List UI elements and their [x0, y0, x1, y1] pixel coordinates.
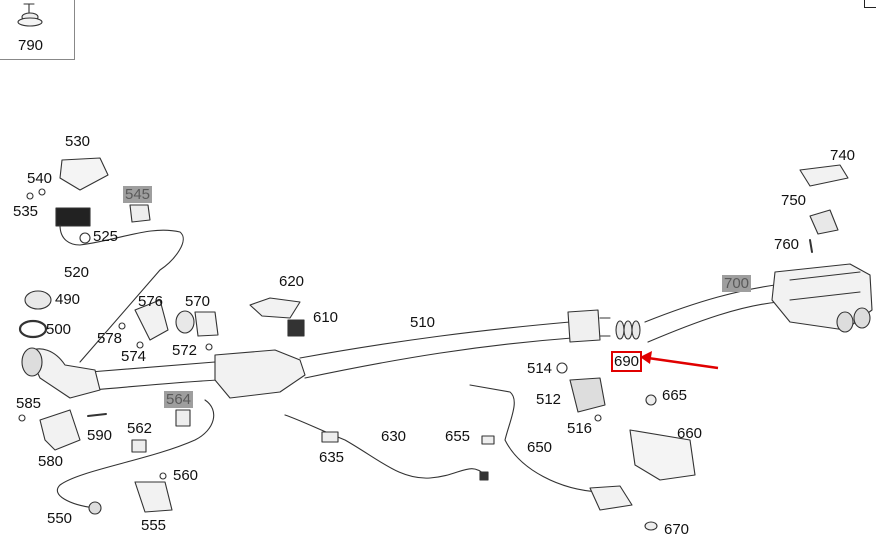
part-label-500[interactable]: 500 — [46, 321, 72, 338]
part-label-530[interactable]: 530 — [65, 133, 91, 150]
part-label-512[interactable]: 512 — [536, 391, 562, 408]
front-cat — [21, 347, 101, 399]
part-790-shape — [17, 3, 43, 27]
part-label-535[interactable]: 535 — [13, 203, 39, 220]
part-label-564[interactable]: 564 — [164, 391, 194, 408]
part-530-shape — [59, 157, 109, 191]
highlight-arrowhead — [640, 351, 652, 364]
part-label-665[interactable]: 665 — [662, 387, 688, 404]
part-label-516[interactable]: 516 — [567, 420, 593, 437]
main-pipe — [89, 263, 873, 399]
part-label-630[interactable]: 630 — [381, 428, 407, 445]
part-label-580[interactable]: 580 — [38, 453, 64, 470]
part-520-shape — [55, 207, 91, 227]
part-label-700[interactable]: 700 — [722, 275, 752, 292]
part-label-635[interactable]: 635 — [319, 449, 345, 466]
expand-icon[interactable] — [864, 0, 876, 8]
part-label-650[interactable]: 650 — [527, 439, 553, 456]
part-label-572[interactable]: 572 — [172, 342, 198, 359]
part-label-490[interactable]: 490 — [55, 291, 81, 308]
part-label-550[interactable]: 550 — [47, 510, 73, 527]
part-label-655[interactable]: 655 — [445, 428, 471, 445]
part-label-690-highlighted[interactable]: 690 — [611, 351, 643, 372]
part-label-750[interactable]: 750 — [781, 192, 807, 209]
part-label-545[interactable]: 545 — [123, 186, 153, 203]
part-label-576[interactable]: 576 — [138, 293, 164, 310]
part-label-562[interactable]: 562 — [127, 420, 153, 437]
part-label-520[interactable]: 520 — [64, 264, 90, 281]
inset-box — [0, 0, 75, 60]
part-label-525[interactable]: 525 — [93, 228, 119, 245]
part-label-660[interactable]: 660 — [677, 425, 703, 442]
part-label-620[interactable]: 620 — [279, 273, 305, 290]
part-label-610[interactable]: 610 — [313, 309, 339, 326]
part-label-570[interactable]: 570 — [185, 293, 211, 310]
part-label-670[interactable]: 670 — [664, 521, 690, 538]
part-label-574[interactable]: 574 — [121, 348, 147, 365]
part-label-514[interactable]: 514 — [527, 360, 553, 377]
part-label-540[interactable]: 540 — [27, 170, 53, 187]
part-label-578[interactable]: 578 — [97, 330, 123, 347]
part-label-590[interactable]: 590 — [87, 427, 113, 444]
part-label-510[interactable]: 510 — [410, 314, 436, 331]
part-label-585[interactable]: 585 — [16, 395, 42, 412]
part-label-790[interactable]: 790 — [18, 37, 44, 54]
part-label-560[interactable]: 560 — [173, 467, 199, 484]
part-label-555[interactable]: 555 — [141, 517, 167, 534]
part-label-760[interactable]: 760 — [774, 236, 800, 253]
highlight-arrow — [647, 356, 719, 370]
part-label-740[interactable]: 740 — [830, 147, 856, 164]
